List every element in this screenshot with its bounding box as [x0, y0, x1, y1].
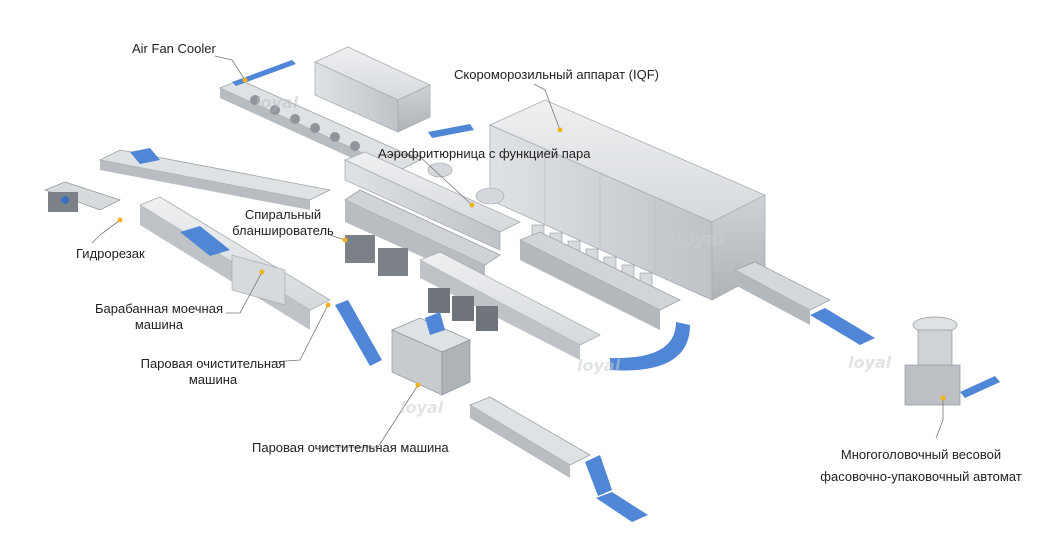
curved-conveyor [610, 322, 690, 371]
label-steam-peeler: Паровая очистительная машина [130, 356, 296, 388]
watermark-logo: loyal [848, 353, 892, 372]
label-steam-peeler-line1: Паровая очистительная [140, 356, 286, 371]
incline-conveyor [335, 300, 382, 366]
central-fryer-line [419, 251, 601, 360]
watermark-logo: loyal [577, 356, 621, 375]
watermark-logo: loyal [255, 93, 299, 112]
watermark-logo: loyal [400, 398, 444, 417]
label-hydro-cutter: Гидрорезак [76, 246, 145, 261]
transfer-conveyor-iqf [428, 124, 474, 138]
air-fryer [343, 151, 521, 251]
label-weigher-line1: Многоголовочный весовой [840, 447, 1002, 462]
watermark-logo: loyal [676, 229, 725, 250]
label-drum-washer: Барабанная моечная машина [86, 301, 232, 333]
leader-lines [91, 55, 944, 448]
label-spiral-blancher-line1: Спиральный [244, 207, 322, 222]
label-multihead-weigher: Многоголовочный весовой фасовочно-упаков… [808, 444, 1034, 488]
label-weigher-line2: фасовочно-упаковочный автомат [820, 469, 1022, 484]
steam-peeler-tower [391, 312, 471, 396]
label-spiral-blancher: Спиральный бланширователь [228, 207, 338, 239]
drum-washer [139, 196, 331, 330]
bottom-processing-line [469, 396, 648, 522]
label-steam-peeler-bottom: Паровая очистительная машина [252, 440, 449, 455]
label-steam-peeler-line2: машина [188, 372, 238, 387]
hydro-cutter-machine [44, 181, 121, 212]
packing-transfer-line [734, 261, 875, 345]
label-drum-washer-line1: Барабанная моечная [94, 301, 224, 316]
air-fan-cooler-box [314, 46, 431, 133]
washing-sorting-line [98, 148, 332, 210]
label-air-fan-cooler: Air Fan Cooler [132, 41, 216, 56]
label-drum-washer-line2: машина [134, 317, 184, 332]
label-air-fryer: Аэрофритюрница с функцией пара [378, 146, 591, 161]
label-spiral-blancher-line2: бланширователь [232, 223, 334, 238]
marker-dots [117, 77, 946, 401]
label-iqf: Скороморозильный аппарат (IQF) [454, 67, 659, 82]
multihead-weigher [904, 316, 1000, 406]
